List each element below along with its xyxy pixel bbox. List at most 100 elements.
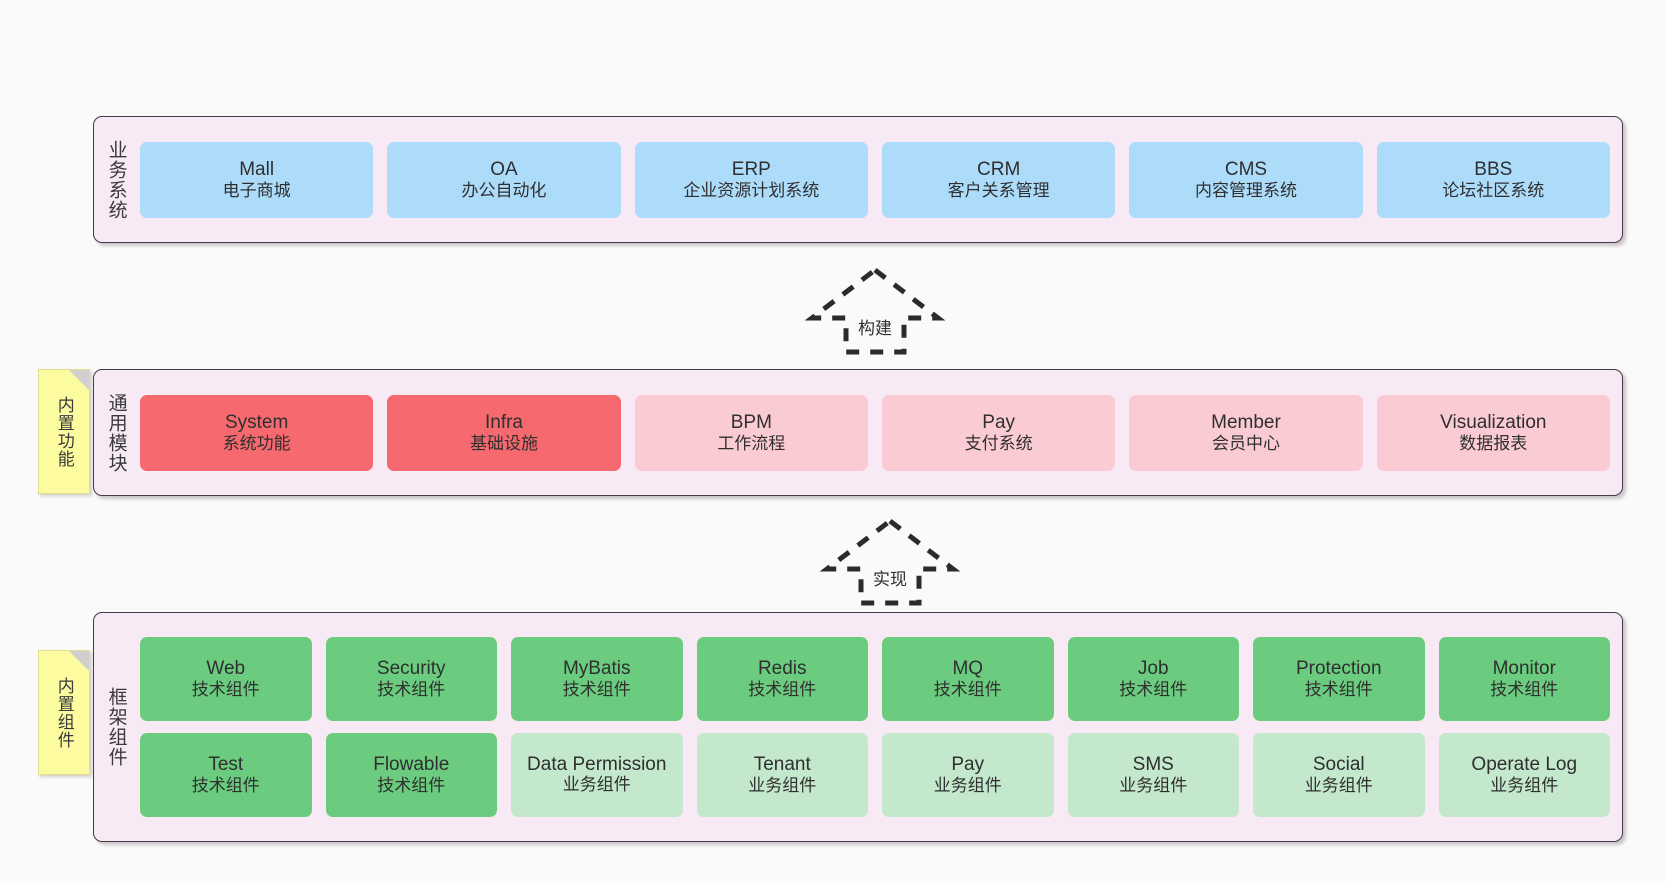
layer-row: Mall 电子商城 OA 办公自动化 ERP 企业资源计划系统 CRM 客户关系… xyxy=(140,141,1610,218)
node-job[interactable]: Job 技术组件 xyxy=(1067,637,1239,721)
layer-title-business-systems: 业务系统 xyxy=(94,117,138,242)
node-title: Redis xyxy=(757,658,807,680)
layer-title-text: 通用模块 xyxy=(105,392,127,473)
node-subtitle: 业务组件 xyxy=(1490,776,1559,796)
layer-business-systems: 业务系统 Mall 电子商城 OA 办公自动化 ERP 企业资源计划系统 CRM xyxy=(93,116,1623,243)
node-oa[interactable]: OA 办公自动化 xyxy=(387,141,621,218)
node-subtitle: 技术组件 xyxy=(377,776,446,796)
node-subtitle: 数据报表 xyxy=(1459,433,1528,453)
node-subtitle: 技术组件 xyxy=(933,680,1002,700)
node-infra[interactable]: Infra 基础设施 xyxy=(387,394,621,471)
node-title: Web xyxy=(206,658,246,680)
note-fold-corner xyxy=(69,370,89,390)
node-title: Job xyxy=(1137,658,1169,680)
node-title: System xyxy=(224,411,289,433)
node-subtitle: 业务组件 xyxy=(562,775,631,795)
node-subtitle: 基础设施 xyxy=(469,433,538,453)
node-title: Infra xyxy=(484,411,523,433)
node-title: BPM xyxy=(730,411,772,433)
node-title: Data Permission xyxy=(527,753,667,775)
node-title: Social xyxy=(1312,754,1365,776)
node-subtitle: 技术组件 xyxy=(1304,680,1373,700)
node-subtitle: 技术组件 xyxy=(191,776,260,796)
layer-title-common-modules: 通用模块 xyxy=(94,370,138,495)
node-title: Mall xyxy=(239,158,275,180)
node-mq[interactable]: MQ 技术组件 xyxy=(882,637,1054,721)
layer-row: Test 技术组件 Flowable 技术组件 Data Permission … xyxy=(140,733,1610,817)
node-subtitle: 技术组件 xyxy=(748,680,817,700)
node-visualization[interactable]: Visualization 数据报表 xyxy=(1376,394,1610,471)
node-title: OA xyxy=(490,158,518,180)
node-title: Operate Log xyxy=(1471,754,1578,776)
node-tenant[interactable]: Tenant 业务组件 xyxy=(696,733,868,817)
note-fold-corner xyxy=(69,651,89,671)
node-redis[interactable]: Redis 技术组件 xyxy=(696,637,868,721)
node-social[interactable]: Social 业务组件 xyxy=(1253,733,1425,817)
node-web[interactable]: Web 技术组件 xyxy=(140,637,312,721)
node-title: MQ xyxy=(952,658,984,680)
node-bbs[interactable]: BBS 论坛社区系统 xyxy=(1376,141,1610,218)
node-title: Tenant xyxy=(753,754,811,776)
node-subtitle: 会员中心 xyxy=(1211,433,1280,453)
node-title: Member xyxy=(1211,411,1281,433)
node-pay[interactable]: Pay 支付系统 xyxy=(881,394,1116,471)
node-subtitle: 工作流程 xyxy=(717,433,786,453)
node-flowable[interactable]: Flowable 技术组件 xyxy=(325,733,497,817)
layer-framework-components: 框架组件 Web 技术组件 Security 技术组件 MyBatis 技术组件… xyxy=(93,612,1623,842)
layer-body-framework-components: Web 技术组件 Security 技术组件 MyBatis 技术组件 Redi… xyxy=(138,613,1622,841)
note-text: 内置功能 xyxy=(54,395,74,468)
node-title: Pay xyxy=(951,754,985,776)
node-subtitle: 业务组件 xyxy=(1304,776,1373,796)
node-sms[interactable]: SMS 业务组件 xyxy=(1067,733,1239,817)
layer-title-framework-components: 框架组件 xyxy=(94,613,138,841)
node-subtitle: 技术组件 xyxy=(562,680,631,700)
node-protection[interactable]: Protection 技术组件 xyxy=(1253,637,1425,721)
node-subtitle: 论坛社区系统 xyxy=(1442,180,1545,200)
arrow-implement: 实现 xyxy=(815,517,965,607)
node-erp[interactable]: ERP 企业资源计划系统 xyxy=(634,141,868,218)
node-monitor[interactable]: Monitor 技术组件 xyxy=(1438,637,1610,721)
node-test[interactable]: Test 技术组件 xyxy=(140,733,312,817)
node-subtitle: 办公自动化 xyxy=(461,180,547,200)
node-system[interactable]: System 系统功能 xyxy=(140,394,374,471)
node-title: Monitor xyxy=(1492,658,1556,680)
layer-title-text: 框架组件 xyxy=(105,687,127,767)
node-title: MyBatis xyxy=(562,658,631,680)
layer-common-modules: 通用模块 System 系统功能 Infra 基础设施 BPM 工作流程 Pay xyxy=(93,369,1623,496)
note-builtin-features: 内置功能 xyxy=(38,369,90,494)
node-bpm[interactable]: BPM 工作流程 xyxy=(634,394,868,471)
node-mybatis[interactable]: MyBatis 技术组件 xyxy=(511,637,683,721)
node-security[interactable]: Security 技术组件 xyxy=(325,637,497,721)
layer-row: Web 技术组件 Security 技术组件 MyBatis 技术组件 Redi… xyxy=(140,637,1610,721)
arrow-build: 构建 xyxy=(800,266,950,356)
node-subtitle: 业务组件 xyxy=(748,776,817,796)
node-title: Visualization xyxy=(1440,411,1547,433)
node-subtitle: 技术组件 xyxy=(191,680,260,700)
node-title: BBS xyxy=(1474,158,1513,180)
node-title: Flowable xyxy=(373,754,450,776)
node-cms[interactable]: CMS 内容管理系统 xyxy=(1129,141,1363,218)
arrow-build-shape xyxy=(804,266,946,355)
node-pay-component[interactable]: Pay 业务组件 xyxy=(882,733,1054,817)
node-subtitle: 系统功能 xyxy=(222,433,291,453)
node-mall[interactable]: Mall 电子商城 xyxy=(140,141,374,218)
node-member[interactable]: Member 会员中心 xyxy=(1129,394,1363,471)
node-title: CRM xyxy=(977,158,1021,180)
node-subtitle: 技术组件 xyxy=(377,680,446,700)
node-subtitle: 电子商城 xyxy=(222,180,291,200)
note-builtin-components: 内置组件 xyxy=(38,650,90,775)
node-subtitle: 技术组件 xyxy=(1490,680,1559,700)
node-subtitle: 技术组件 xyxy=(1119,680,1188,700)
node-operate-log[interactable]: Operate Log 业务组件 xyxy=(1438,733,1610,817)
note-text: 内置组件 xyxy=(54,676,74,749)
layer-body-business-systems: Mall 电子商城 OA 办公自动化 ERP 企业资源计划系统 CRM 客户关系… xyxy=(138,117,1622,242)
node-subtitle: 内容管理系统 xyxy=(1194,180,1297,200)
node-subtitle: 业务组件 xyxy=(933,776,1002,796)
node-title: Test xyxy=(208,754,244,776)
node-title: ERP xyxy=(731,158,771,180)
node-data-permission[interactable]: Data Permission 业务组件 xyxy=(511,733,683,817)
node-subtitle: 客户关系管理 xyxy=(947,180,1050,200)
node-title: Pay xyxy=(982,411,1016,433)
node-crm[interactable]: CRM 客户关系管理 xyxy=(881,141,1116,218)
